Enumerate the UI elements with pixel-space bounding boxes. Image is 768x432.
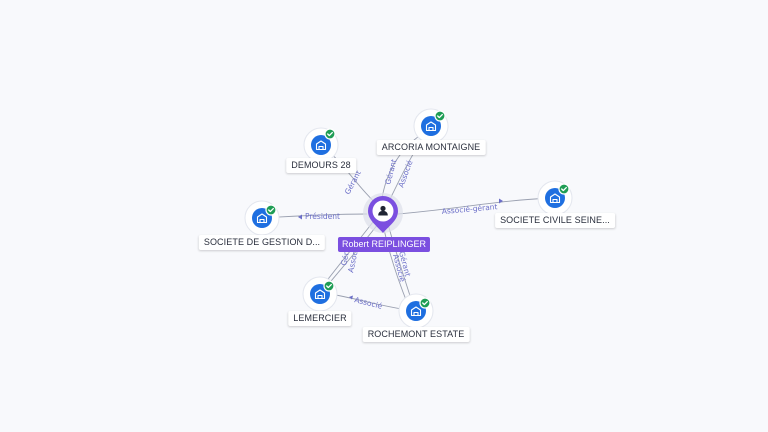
edge-scsn[interactable] [397, 197, 553, 215]
company-icon-bg [421, 116, 441, 136]
relation-label-sdg: Président [305, 212, 340, 221]
company-node-demours[interactable] [303, 127, 339, 163]
company-label-sdg[interactable]: SOCIETE DE GESTION D... [198, 235, 326, 250]
company-node-arcoria[interactable] [413, 108, 449, 144]
check-icon [437, 113, 443, 119]
arrowhead-scsn [499, 198, 503, 204]
check-icon [327, 131, 333, 137]
company-label-scsn[interactable]: SOCIETE CIVILE SEINE... [495, 213, 615, 228]
person-icon [378, 205, 388, 216]
relation-label-arcoria-associe: Associé [396, 159, 414, 189]
company-label-rochemont[interactable]: ROCHEMONT ESTATE [362, 327, 470, 342]
company-label-lemercier[interactable]: LEMERCIER [288, 311, 352, 326]
relation-label-scsn: Associé-gérant [441, 202, 497, 216]
company-node-rochemont[interactable] [398, 293, 434, 329]
check-icon [422, 300, 428, 306]
check-icon [268, 207, 274, 213]
company-label-arcoria[interactable]: ARCORIA MONTAIGNE [376, 140, 486, 155]
person-label[interactable]: Robert REIPLINGER [337, 237, 431, 252]
company-node-sdg[interactable] [244, 200, 280, 236]
company-node-scsn[interactable] [537, 180, 573, 216]
check-icon [326, 283, 332, 289]
person-node[interactable] [363, 193, 403, 233]
company-icon-bg [545, 188, 565, 208]
check-icon [561, 186, 567, 192]
arrowhead-sdg [298, 214, 302, 220]
relation-label-lemercier-rochemont: Associé [354, 295, 384, 311]
company-label-demours[interactable]: DEMOURS 28 [286, 158, 356, 173]
relation-label-arcoria-gerant: Gérant [383, 158, 398, 185]
company-icon-bg [311, 135, 331, 155]
arrowhead-rochemont [349, 295, 353, 300]
company-node-lemercier[interactable] [302, 276, 338, 312]
